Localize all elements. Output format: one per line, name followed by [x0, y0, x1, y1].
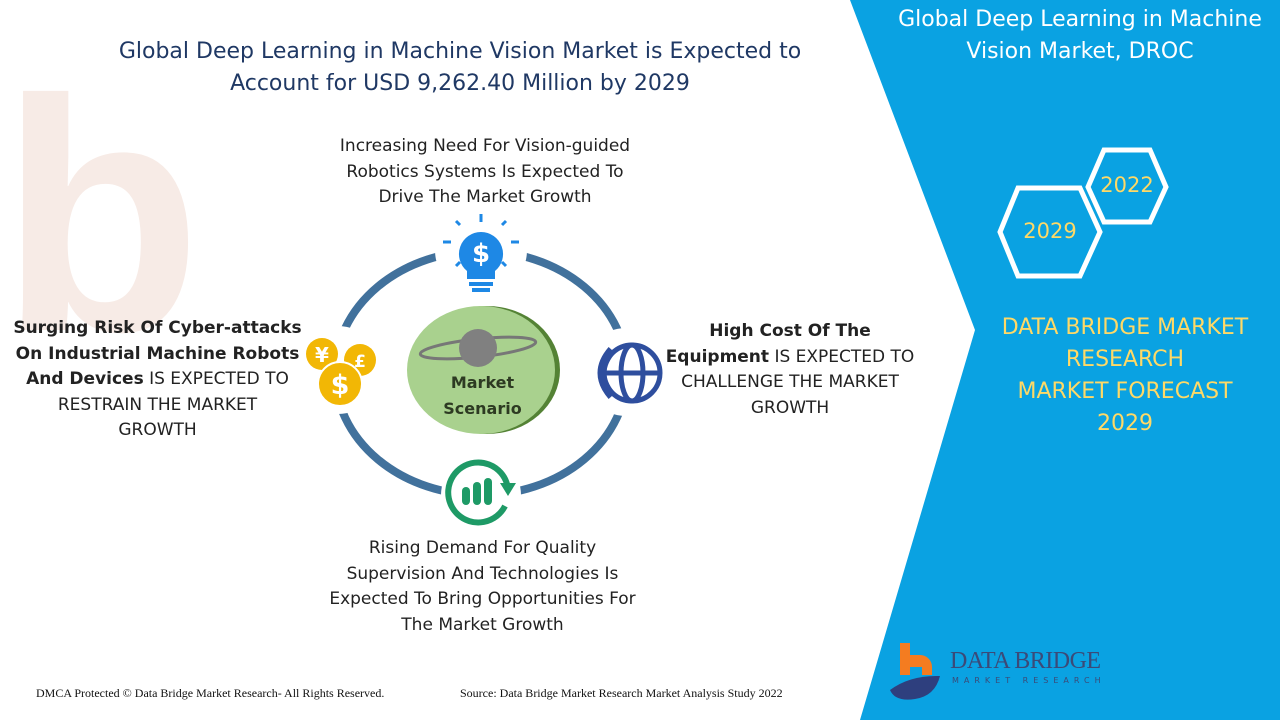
hexagon-2022 [1085, 147, 1169, 225]
restraint-bold: On Industrial Machine Robots [15, 343, 300, 364]
watermark-logo: b [0, 31, 202, 400]
logo-subtitle: MARKET RESEARCH [952, 676, 1106, 685]
panel-title: Global Deep Learning in Machine Vision M… [885, 4, 1275, 68]
restraint-bold: Surging Risk Of Cyber-attacks [13, 318, 302, 338]
challenge-bold: Equipment [665, 346, 770, 367]
driver-line: Increasing Need For Vision-guided [339, 136, 631, 156]
opportunity-line: The Market Growth [401, 614, 564, 635]
copyright-notice: DMCA Protected © Data Bridge Market Rese… [36, 686, 385, 700]
brand-line: 2029 [1097, 411, 1153, 436]
panel-title-line-1: Global Deep Learning in Machine [898, 7, 1262, 32]
panel-title-line-2: Vision Market, DROC [966, 39, 1194, 64]
restraint-bold: And Devices [26, 369, 144, 389]
brand-line: MARKET FORECAST [1017, 379, 1233, 404]
year-2029-label: 2029 [1023, 219, 1077, 243]
svg-text:¥: ¥ [315, 343, 329, 367]
brand-line: DATA BRIDGE MARKET [1001, 315, 1249, 340]
driver-line: Drive The Market Growth [378, 187, 592, 207]
opportunity-line: Expected To Bring Opportunities For [329, 589, 636, 609]
opportunity-line: Supervision And Technologies Is [346, 563, 619, 584]
challenge-bold: High Cost Of The [709, 321, 871, 341]
coins-icon: ¥ £ $ [306, 338, 376, 407]
logo-name: DATA BRIDGE [950, 648, 1101, 674]
phone-globe-icon [597, 342, 663, 404]
restraint-rest: GROWTH [118, 420, 197, 440]
hexagon-2029 [997, 185, 1103, 279]
restraint-rest: RESTRAIN THE MARKET [57, 394, 258, 415]
svg-text:£: £ [354, 352, 366, 372]
challenge-rest: GROWTH [750, 397, 830, 418]
challenge-text: High Cost Of The Equipment IS EXPECTED T… [660, 319, 920, 421]
svg-text:$: $ [331, 370, 350, 401]
challenge-rest: IS EXPECTED TO [769, 346, 915, 367]
year-2022-label: 2022 [1100, 173, 1154, 197]
page-title: Global Deep Learning in Machine Vision M… [100, 36, 820, 100]
opportunity-line: Rising Demand For Quality [368, 538, 597, 558]
brand-line: RESEARCH [1065, 347, 1185, 372]
driver-text: Increasing Need For Vision-guided Roboti… [300, 134, 670, 211]
svg-text:$: $ [472, 239, 490, 269]
source-note: Source: Data Bridge Market Research Mark… [460, 686, 783, 700]
title-line-1: Global Deep Learning in Machine Vision M… [118, 39, 802, 64]
brand-forecast: DATA BRIDGE MARKET RESEARCH MARKET FOREC… [975, 312, 1275, 440]
center-line-2: Scenario [443, 399, 522, 418]
opportunity-text: Rising Demand For Quality Supervision An… [290, 536, 675, 638]
restraint-rest: IS EXPECTED TO [143, 369, 289, 389]
center-line-1: Market [450, 373, 515, 392]
challenge-rest: CHALLENGE THE MARKET [681, 372, 899, 392]
lightbulb-dollar-icon: $ [443, 214, 519, 292]
growth-chart-icon [445, 459, 516, 526]
right-blue-panel [850, 0, 1280, 720]
planet-icon [418, 329, 538, 367]
restraint-text: Surging Risk Of Cyber-attacks On Industr… [10, 316, 305, 444]
title-line-2: Account for USD 9,262.40 Million by 2029 [230, 71, 690, 96]
data-bridge-logo [890, 643, 940, 700]
driver-line: Robotics Systems Is Expected To [346, 161, 624, 182]
market-scenario-label: Market Scenario [420, 370, 545, 422]
